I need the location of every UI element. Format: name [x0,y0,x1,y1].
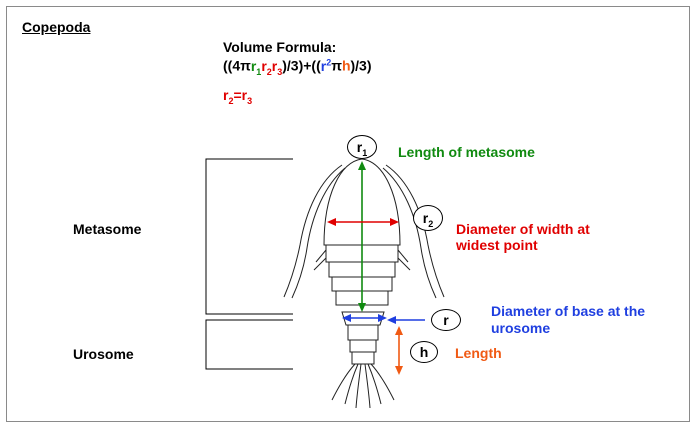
length-of-metasome-label: Length of metasome [398,144,535,160]
page-title: Copepoda [22,19,91,35]
diameter-width-label-line2: widest point [456,237,538,253]
slide-frame [6,6,690,422]
formula-h: h [341,57,351,74]
urosome-bracket [205,319,293,370]
formula-pi: π [331,57,342,74]
radius-relation: r2=r3 [223,87,253,106]
metasome-bracket [205,158,293,315]
copepod-illustration [283,158,445,409]
r2-marker: r2 [413,205,443,231]
formula-part: )/3) [350,57,372,74]
length-label: Length [455,345,502,361]
diameter-width-label: Diameter of width at [456,221,590,237]
diameter-base-label-line2: urosome [491,320,551,336]
urosome-label: Urosome [73,346,134,362]
formula-heading: Volume Formula: [223,39,337,55]
formula-part: )/3)+(( [282,57,321,74]
base-diameter-arrow [342,314,425,324]
urosome-length-arrow [395,326,403,375]
h-marker: h [410,341,438,363]
metasome-label: Metasome [73,221,142,237]
formula-part: ((4π [223,57,251,74]
formula-r: r2 [320,57,332,74]
formula-r1: r1 [250,57,262,77]
metasome-length-arrow [358,161,366,312]
r-marker: r [431,309,461,331]
volume-formula: ((4πr1r2r3)/3)+((r2πh)/3) [223,58,372,76]
r1-marker: r1 [347,135,377,159]
diameter-base-label: Diameter of base at the [491,303,646,319]
formula-r3: r3 [271,57,283,77]
width-arrow [327,218,399,226]
formula-r2: r2 [261,57,272,77]
